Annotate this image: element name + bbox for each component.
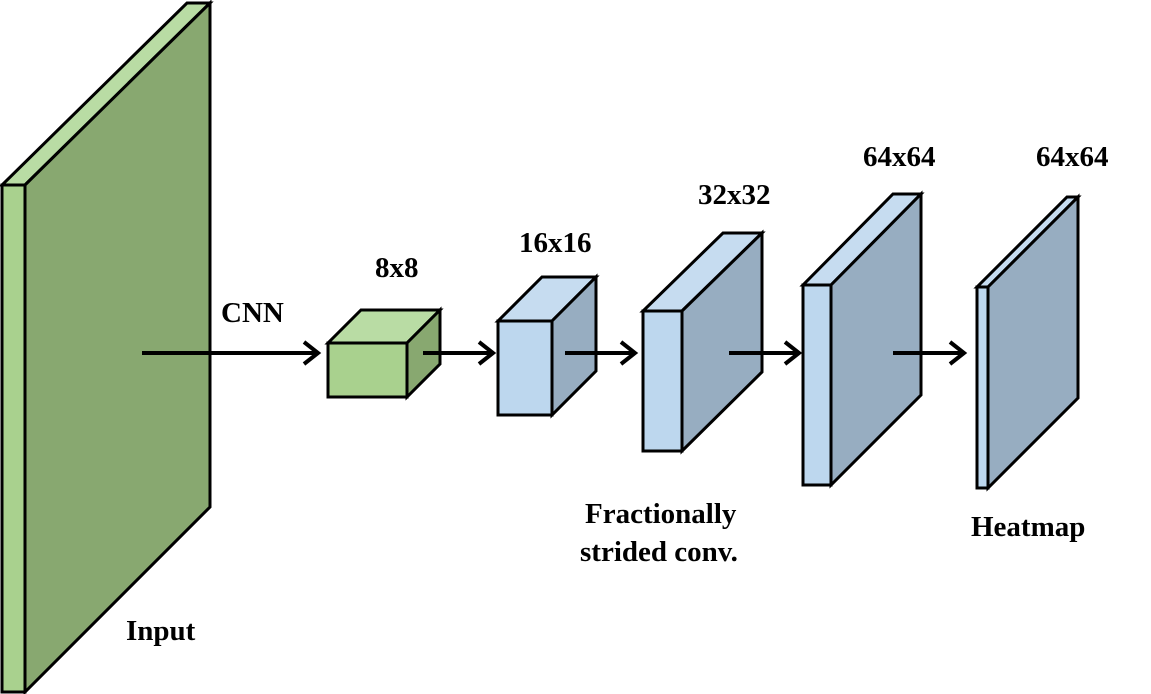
side-face bbox=[986, 193, 1080, 492]
block-heatmap bbox=[973, 193, 1082, 492]
label-8x8: 8x8 bbox=[375, 252, 419, 284]
front-face bbox=[975, 285, 990, 490]
label-32x32: 32x32 bbox=[698, 179, 771, 211]
input-block bbox=[0, 0, 214, 694]
front-face bbox=[326, 341, 409, 399]
block-8x8 bbox=[324, 306, 444, 401]
block-64x64 bbox=[799, 190, 925, 489]
label-heatmap-size: 64x64 bbox=[1036, 141, 1109, 173]
side-face bbox=[829, 190, 923, 489]
label-strided-conv: strided conv. bbox=[580, 536, 738, 568]
arrow-64-to-heatmap bbox=[893, 340, 968, 366]
label-64x64: 64x64 bbox=[863, 141, 936, 173]
label-16x16: 16x16 bbox=[519, 227, 592, 259]
front-face bbox=[801, 283, 833, 487]
arrow-32-to-64 bbox=[729, 340, 803, 366]
arrow-8-to-16 bbox=[423, 340, 497, 366]
label-input: Input bbox=[126, 615, 196, 647]
front-face bbox=[496, 319, 554, 417]
block-32x32 bbox=[639, 229, 766, 455]
label-fractionally: Fractionally bbox=[585, 498, 737, 530]
label-cnn: CNN bbox=[221, 297, 284, 329]
arrow-cnn bbox=[142, 340, 322, 366]
front-face bbox=[641, 309, 684, 453]
block-16x16 bbox=[494, 273, 600, 419]
input-side-face bbox=[23, 0, 212, 694]
label-heatmap: Heatmap bbox=[971, 511, 1085, 543]
arrow-16-to-32 bbox=[565, 340, 639, 366]
input-front-face bbox=[0, 183, 27, 694]
